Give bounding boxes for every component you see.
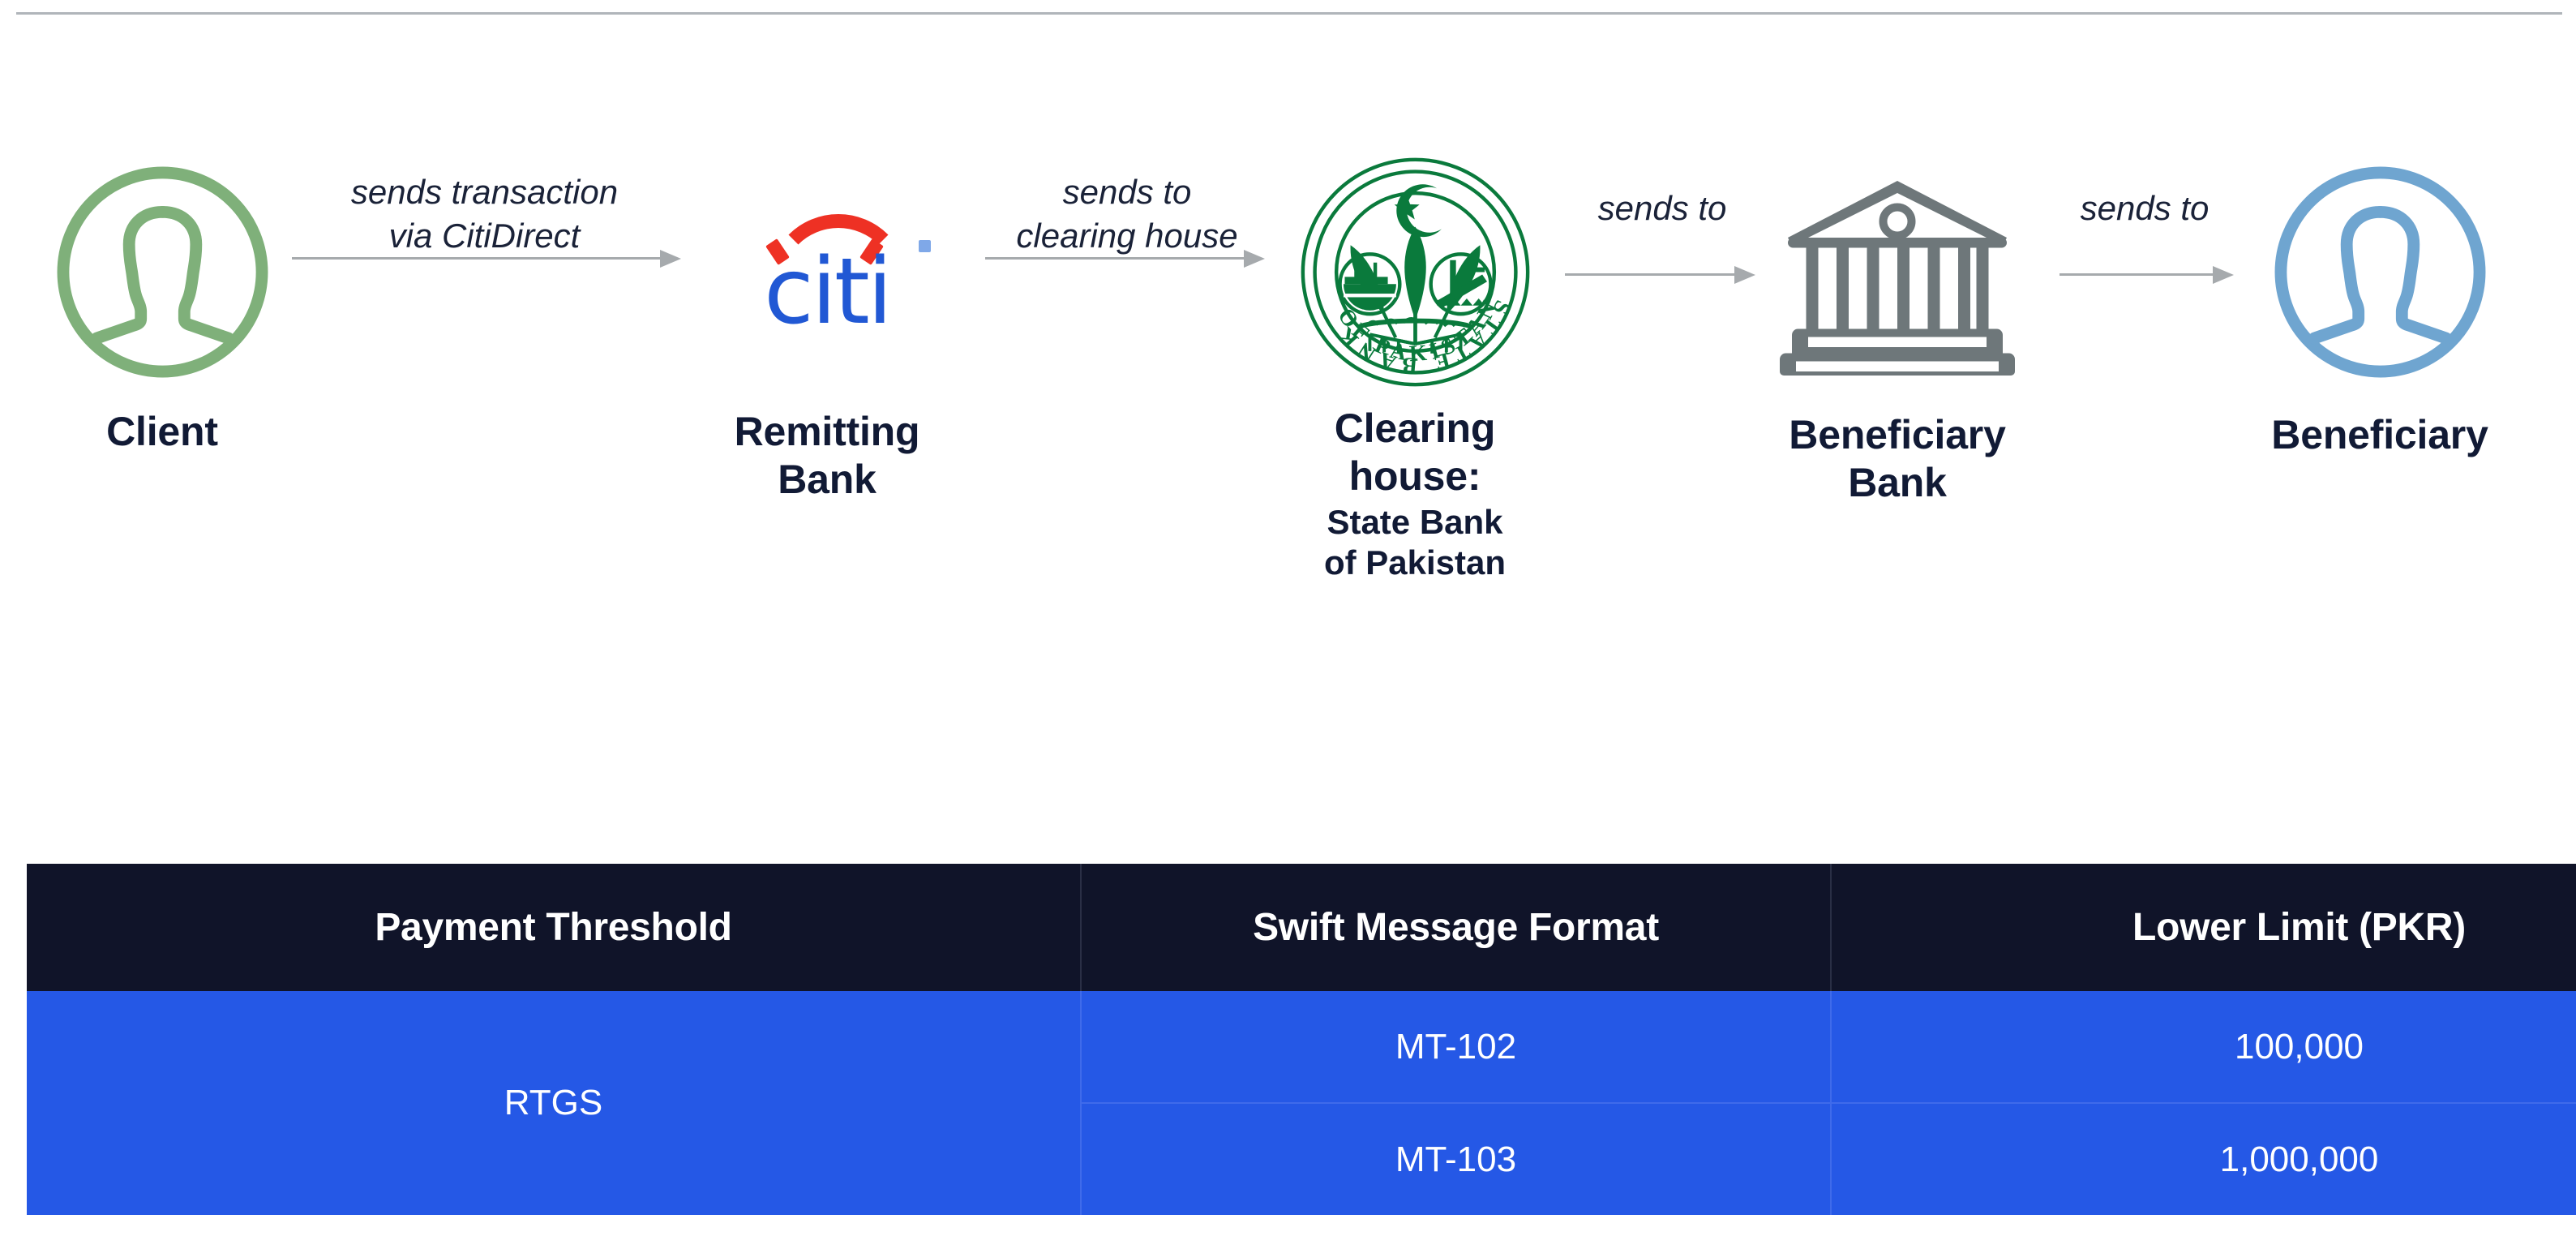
connector-label: sends to xyxy=(1597,189,1727,227)
cell-lower-limit: 100,000 xyxy=(1831,991,2576,1103)
person-circle-blue-icon xyxy=(2222,150,2538,393)
top-divider xyxy=(16,12,2562,15)
flow-node-client: Client xyxy=(28,150,296,456)
state-bank-of-pakistan-seal-icon: STATE BANK OF PAKISTAN xyxy=(1281,150,1549,393)
bank-building-icon xyxy=(1764,150,2031,393)
cell-swift-message-format: MT-103 xyxy=(1081,1102,1832,1215)
cell-payment-threshold: RTGS xyxy=(27,991,1082,1215)
column-header-swift-message-format: Swift Message Format xyxy=(1081,864,1832,991)
connector-client-to-remitting: sends transaction via CitiDirect xyxy=(292,170,681,268)
column-header-payment-threshold: Payment Threshold xyxy=(27,864,1082,991)
citi-wordmark: citi xyxy=(764,239,893,345)
flow-node-label: Beneficiary xyxy=(2271,412,2488,457)
table-row: MT-103 1,000,000 None xyxy=(27,1102,2576,1215)
payment-flow-diagram: Client sends transaction via CitiDirect … xyxy=(0,49,2576,665)
flow-node-clearing-house: STATE BANK OF PAKISTAN xyxy=(1281,150,1549,584)
flow-node-label: Clearing house: xyxy=(1334,406,1496,499)
flow-node-sublabel: State Bank of Pakistan xyxy=(1323,503,1507,582)
flow-node-label: Remitting Bank xyxy=(734,409,920,502)
connector-clearing-to-beneficiary-bank: sends to xyxy=(1565,187,1759,284)
connector-label: sends transaction via CitiDirect xyxy=(350,173,619,255)
flow-node-remitting-bank: citi Remitting Bank xyxy=(693,150,961,504)
cell-lower-limit: 1,000,000 xyxy=(1831,1102,2576,1215)
person-circle-green-icon xyxy=(28,150,296,393)
flow-node-label: Client xyxy=(106,409,218,454)
arrow-right-icon xyxy=(1565,266,1755,284)
connector-remitting-to-clearing: sends to clearing house xyxy=(985,170,1269,268)
connector-bank-to-beneficiary: sends to xyxy=(2060,187,2234,284)
column-header-lower-limit: Lower Limit (PKR) xyxy=(1831,864,2576,991)
table-header-row: Payment Threshold Swift Message Format L… xyxy=(27,864,2576,991)
payment-limits-table: Payment Threshold Swift Message Format L… xyxy=(27,864,2576,1215)
flow-node-beneficiary-bank: Beneficiary Bank xyxy=(1764,150,2031,507)
flow-node-label: Beneficiary Bank xyxy=(1789,412,2006,505)
arrow-right-icon xyxy=(2060,266,2234,284)
table-row: RTGS MT-102 100,000 None xyxy=(27,991,2576,1215)
flow-node-beneficiary: Beneficiary xyxy=(2222,150,2538,459)
citi-logo-icon: citi xyxy=(693,150,961,393)
cell-swift-message-format: MT-102 xyxy=(1081,991,1832,1103)
arrow-right-icon xyxy=(292,250,681,268)
connector-label: sends to clearing house xyxy=(1016,173,1238,255)
arrow-right-icon xyxy=(985,250,1265,268)
connector-label: sends to xyxy=(2080,189,2210,227)
